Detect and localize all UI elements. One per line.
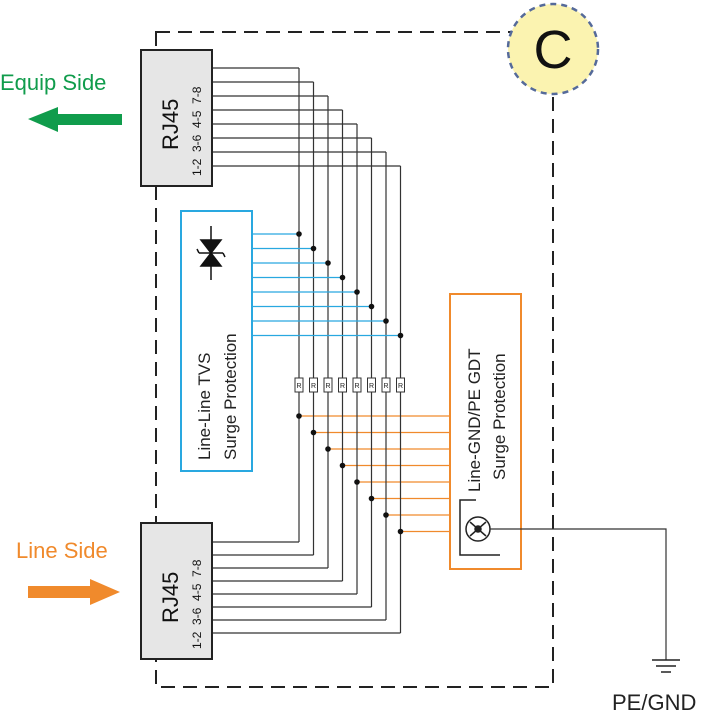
tvs-diode-icon xyxy=(196,226,226,280)
tvs-label-line1: Line-Line TVS xyxy=(195,353,214,460)
gdt-label-line2: Surge Protection xyxy=(490,353,509,480)
badge-letter: C xyxy=(534,20,573,80)
rj45-bottom-title: RJ45 xyxy=(158,572,183,623)
enclosure-border xyxy=(155,31,554,688)
arrow-right-icon xyxy=(28,579,120,605)
tvs-junction-dot xyxy=(368,303,375,310)
gdt-junction-dot xyxy=(397,528,404,535)
tvs-junction-dot xyxy=(354,289,360,295)
line-side-label: Line Side xyxy=(16,538,108,563)
tvs-junction-dot xyxy=(310,245,317,252)
resistor-label: R xyxy=(354,383,359,390)
tvs-junction-dot xyxy=(383,318,389,324)
tvs-junction-dot xyxy=(296,231,302,237)
resistor-label: R xyxy=(340,383,345,390)
rj45-bottom-connector xyxy=(140,522,213,660)
resistor xyxy=(352,377,362,393)
tvs-box xyxy=(180,210,253,472)
tvs-junction-dot xyxy=(397,332,404,339)
rj45-bottom-pins: 1-2 3-6 4-5 7-8 xyxy=(190,559,204,649)
rj45-top-connector xyxy=(140,49,213,187)
resistor-label: R xyxy=(398,383,403,390)
resistor-label: R xyxy=(325,383,330,390)
gdt-junction-dot xyxy=(368,495,375,502)
rj45-top-title: RJ45 xyxy=(158,99,183,150)
resistor xyxy=(338,377,347,393)
resistor-label: R xyxy=(383,383,388,390)
tvs-label-line2: Surge Protection xyxy=(221,333,240,460)
ground-icon xyxy=(652,659,680,673)
gdt-junction-dot xyxy=(354,479,360,485)
resistor xyxy=(396,377,405,393)
gdt-box xyxy=(449,293,522,570)
badge-circle xyxy=(506,2,600,96)
resistor xyxy=(309,377,318,393)
tvs-junction-dot xyxy=(339,274,346,281)
gdt-label-line1: Line-GND/PE GDT xyxy=(465,348,484,492)
arrow-left-icon xyxy=(28,107,122,132)
rj45-top-pins: 1-2 3-6 4-5 7-8 xyxy=(190,86,204,176)
resistor-label: R xyxy=(369,383,374,390)
tvs-junction-dot xyxy=(325,260,331,266)
resistor-label: R xyxy=(296,383,301,390)
equip-side-label: Equip Side xyxy=(0,70,106,95)
gdt-junction-dot xyxy=(325,446,331,452)
resistor xyxy=(294,377,304,393)
resistor xyxy=(323,377,333,393)
gdt-junction-dot xyxy=(339,462,346,469)
resistor-label: R xyxy=(311,383,316,390)
resistor xyxy=(367,377,376,393)
gdt-junction-dot xyxy=(310,429,317,436)
ground-label: PE/GND xyxy=(612,690,696,715)
ground-wire xyxy=(490,528,667,660)
resistor xyxy=(381,377,391,393)
gdt-junction-dot xyxy=(296,413,302,419)
gdt-junction-dot xyxy=(383,512,389,518)
